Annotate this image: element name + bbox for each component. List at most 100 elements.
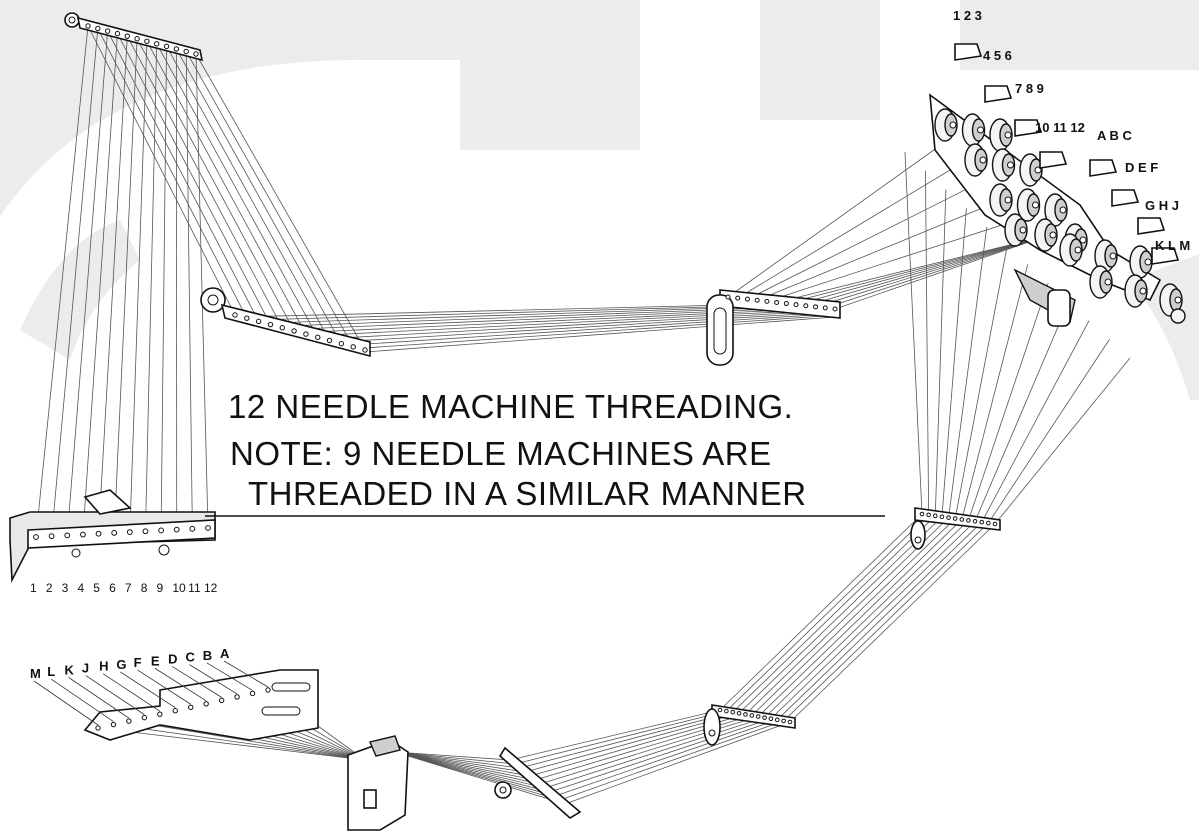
looper-leader-line [33,680,99,726]
looper-leader-line [51,678,114,722]
guide-hole [203,701,209,707]
looper-label-M: M [30,666,41,681]
tension-stud [1049,231,1057,239]
needle-thread [727,141,946,298]
needle-thread [66,31,109,536]
guide-hole [158,527,164,534]
guide-hole [111,530,118,536]
looper-thread [732,515,936,713]
looper-thread [968,282,1049,521]
guide-hole [33,534,39,540]
looper-thread [97,727,366,761]
looper-label-C: C [185,650,195,665]
guide-hole [783,301,789,307]
needle-thread [795,235,1048,306]
needle-thread [341,314,816,347]
needle-thread [35,25,89,538]
needle-number-8: 8 [141,581,148,595]
needle-thread [282,308,767,331]
guide-hole [315,334,321,340]
looper-thread [509,709,721,761]
needle-number-4: 4 [77,581,84,595]
needle-thread [51,28,99,537]
looper-label-G: G [116,657,126,672]
top-thread-guide-bar [64,12,204,62]
looper-label-H: H [99,659,108,674]
thread-lines [35,25,1131,805]
needle-thread [825,235,1048,309]
needle-thread [145,43,158,532]
guide-hole [218,697,225,704]
looper-thread [539,716,759,785]
guide-hole [735,295,741,301]
needle-thread [113,38,138,533]
needle-thread [87,25,236,316]
looper-label-E: E [151,653,160,668]
tension-stud [1019,226,1027,234]
tension-stud [977,126,984,134]
guide-hole [124,33,130,39]
tension-bracket [954,43,983,61]
looper-thread [113,724,366,761]
needle-thread [786,235,1048,304]
looper-thread [394,751,546,789]
needle-thread [176,48,342,344]
looper-thread [961,264,1029,520]
guide-hole [244,315,250,321]
needle-thread [246,305,738,321]
guide-hole [80,531,86,538]
looper-thread [974,301,1070,522]
guide-hole [992,521,998,527]
guide-hole [926,512,931,518]
looper-leader-line [189,664,238,695]
tension-stud [1144,258,1152,266]
looper-label-J: J [82,661,89,676]
guide-hole [126,529,133,535]
looper-label-D: D [168,651,177,666]
guide-hole [205,525,211,531]
watermark [0,0,1199,400]
needle-thread [270,307,758,327]
looper-thread [757,519,963,717]
guide-hole [744,296,750,302]
guide-hole [157,711,163,717]
needle-thread [185,51,193,529]
looper-leader-line [206,662,253,691]
looper-leader-line [137,669,191,705]
needle-thread [82,33,118,535]
looper-leader-line [68,677,130,719]
needle-thread [129,41,148,533]
tension-bracket [1014,119,1043,137]
guide-hole [774,717,780,723]
tension-bracket [1137,217,1166,235]
tension-stud [1004,196,1012,204]
guide-hole [919,511,925,517]
guide-hole [303,331,309,337]
looper-thread [904,151,923,515]
tension-stud [949,121,957,129]
needle-thread [97,28,248,319]
middle-left-thread-guide [200,287,371,358]
looper-leader-line [223,660,269,688]
guide-hole [104,28,111,34]
guide-hole [95,725,101,731]
needle-number-9: 9 [157,581,164,595]
looper-thread [394,751,531,777]
tension-label-10-11-12: 10 11 12 [1035,120,1085,135]
tension-bracket [1089,159,1118,177]
guide-hole [754,297,760,303]
looper-thread [764,520,969,718]
tension-stud [1007,161,1014,169]
tension-stud [1074,246,1082,254]
tension-stud [1174,296,1182,304]
guide-hole [755,714,761,719]
guide-hole [952,516,958,521]
guide-hole [966,518,971,523]
needle-number-12: 12 [204,581,218,595]
looper-thread [981,320,1090,523]
tension-stud [1032,201,1039,209]
tension-label-a-b-c: A B C [1097,128,1133,143]
guide-hole [813,304,819,310]
guide-hole [142,528,149,535]
looper-thread [948,226,988,518]
